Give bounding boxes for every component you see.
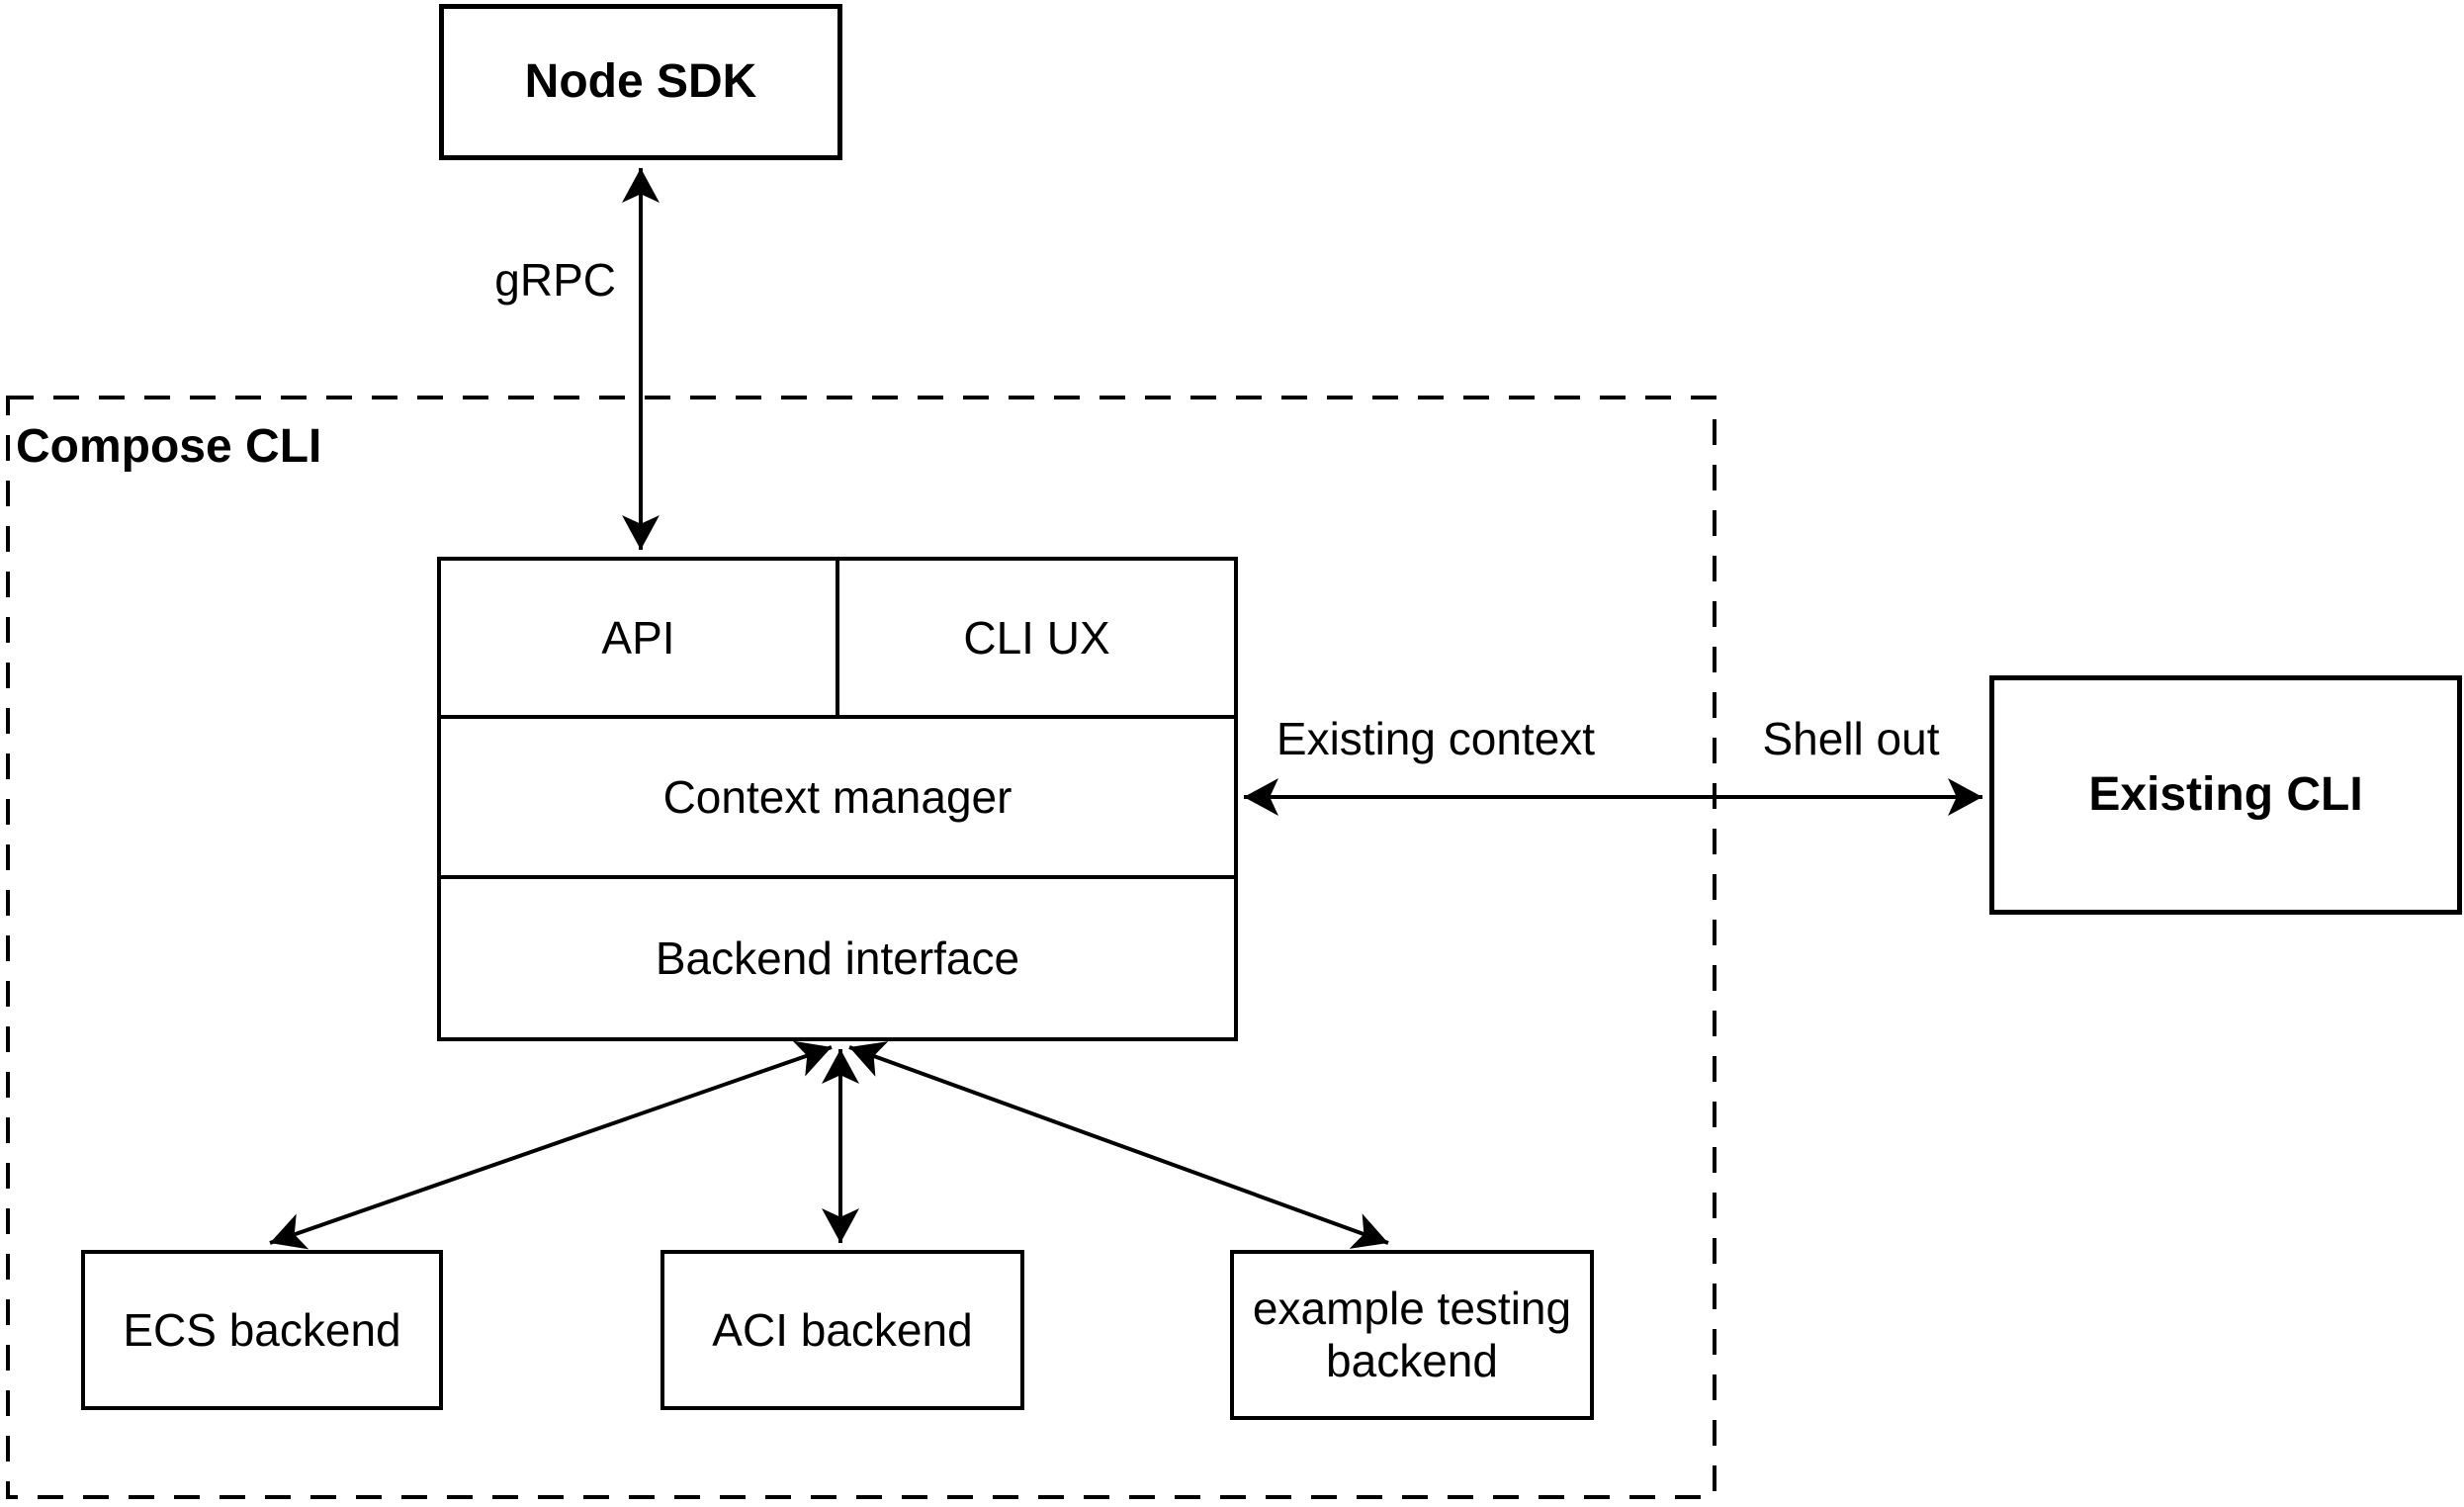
compose-cli-group-label: Compose CLI [16, 420, 322, 473]
ecs-backend-label: ECS backend [123, 1303, 401, 1356]
shell-out-edge-label: Shell out [1762, 713, 1940, 764]
ecs-backend-box: ECS backend [81, 1250, 443, 1410]
node-sdk-box: Node SDK [439, 4, 842, 160]
composite-top-row: API CLI UX [441, 561, 1234, 715]
api-cell: API [441, 561, 836, 715]
context-manager-label: Context manager [662, 771, 1012, 823]
backend-interface-cell: Backend interface [441, 875, 1234, 1037]
ecs-backend-arrow [269, 1040, 833, 1250]
backend-interface-label: Backend interface [655, 932, 1020, 984]
existing-cli-box: Existing CLI [1989, 675, 2462, 915]
compose-cli-group-border [6, 396, 1716, 1499]
compose-cli-core-box: API CLI UX Context manager Backend inter… [437, 557, 1238, 1041]
api-label: API [601, 612, 675, 664]
aci-backend-label: ACI backend [712, 1303, 973, 1356]
node-sdk-label: Node SDK [524, 55, 757, 109]
example-backend-arrow [848, 1041, 1389, 1249]
cli-ux-label: CLI UX [963, 612, 1110, 664]
cli-ux-cell: CLI UX [836, 561, 1234, 715]
existing-context-edge-label: Existing context [1276, 713, 1596, 764]
aci-backend-box: ACI backend [660, 1250, 1024, 1410]
example-testing-backend-label: example testing backend [1252, 1283, 1572, 1386]
existing-cli-label: Existing CLI [2088, 768, 2363, 822]
grpc-edge-label: gRPC [494, 254, 616, 306]
example-testing-backend-box: example testing backend [1230, 1250, 1594, 1420]
context-manager-cell: Context manager [441, 715, 1234, 875]
